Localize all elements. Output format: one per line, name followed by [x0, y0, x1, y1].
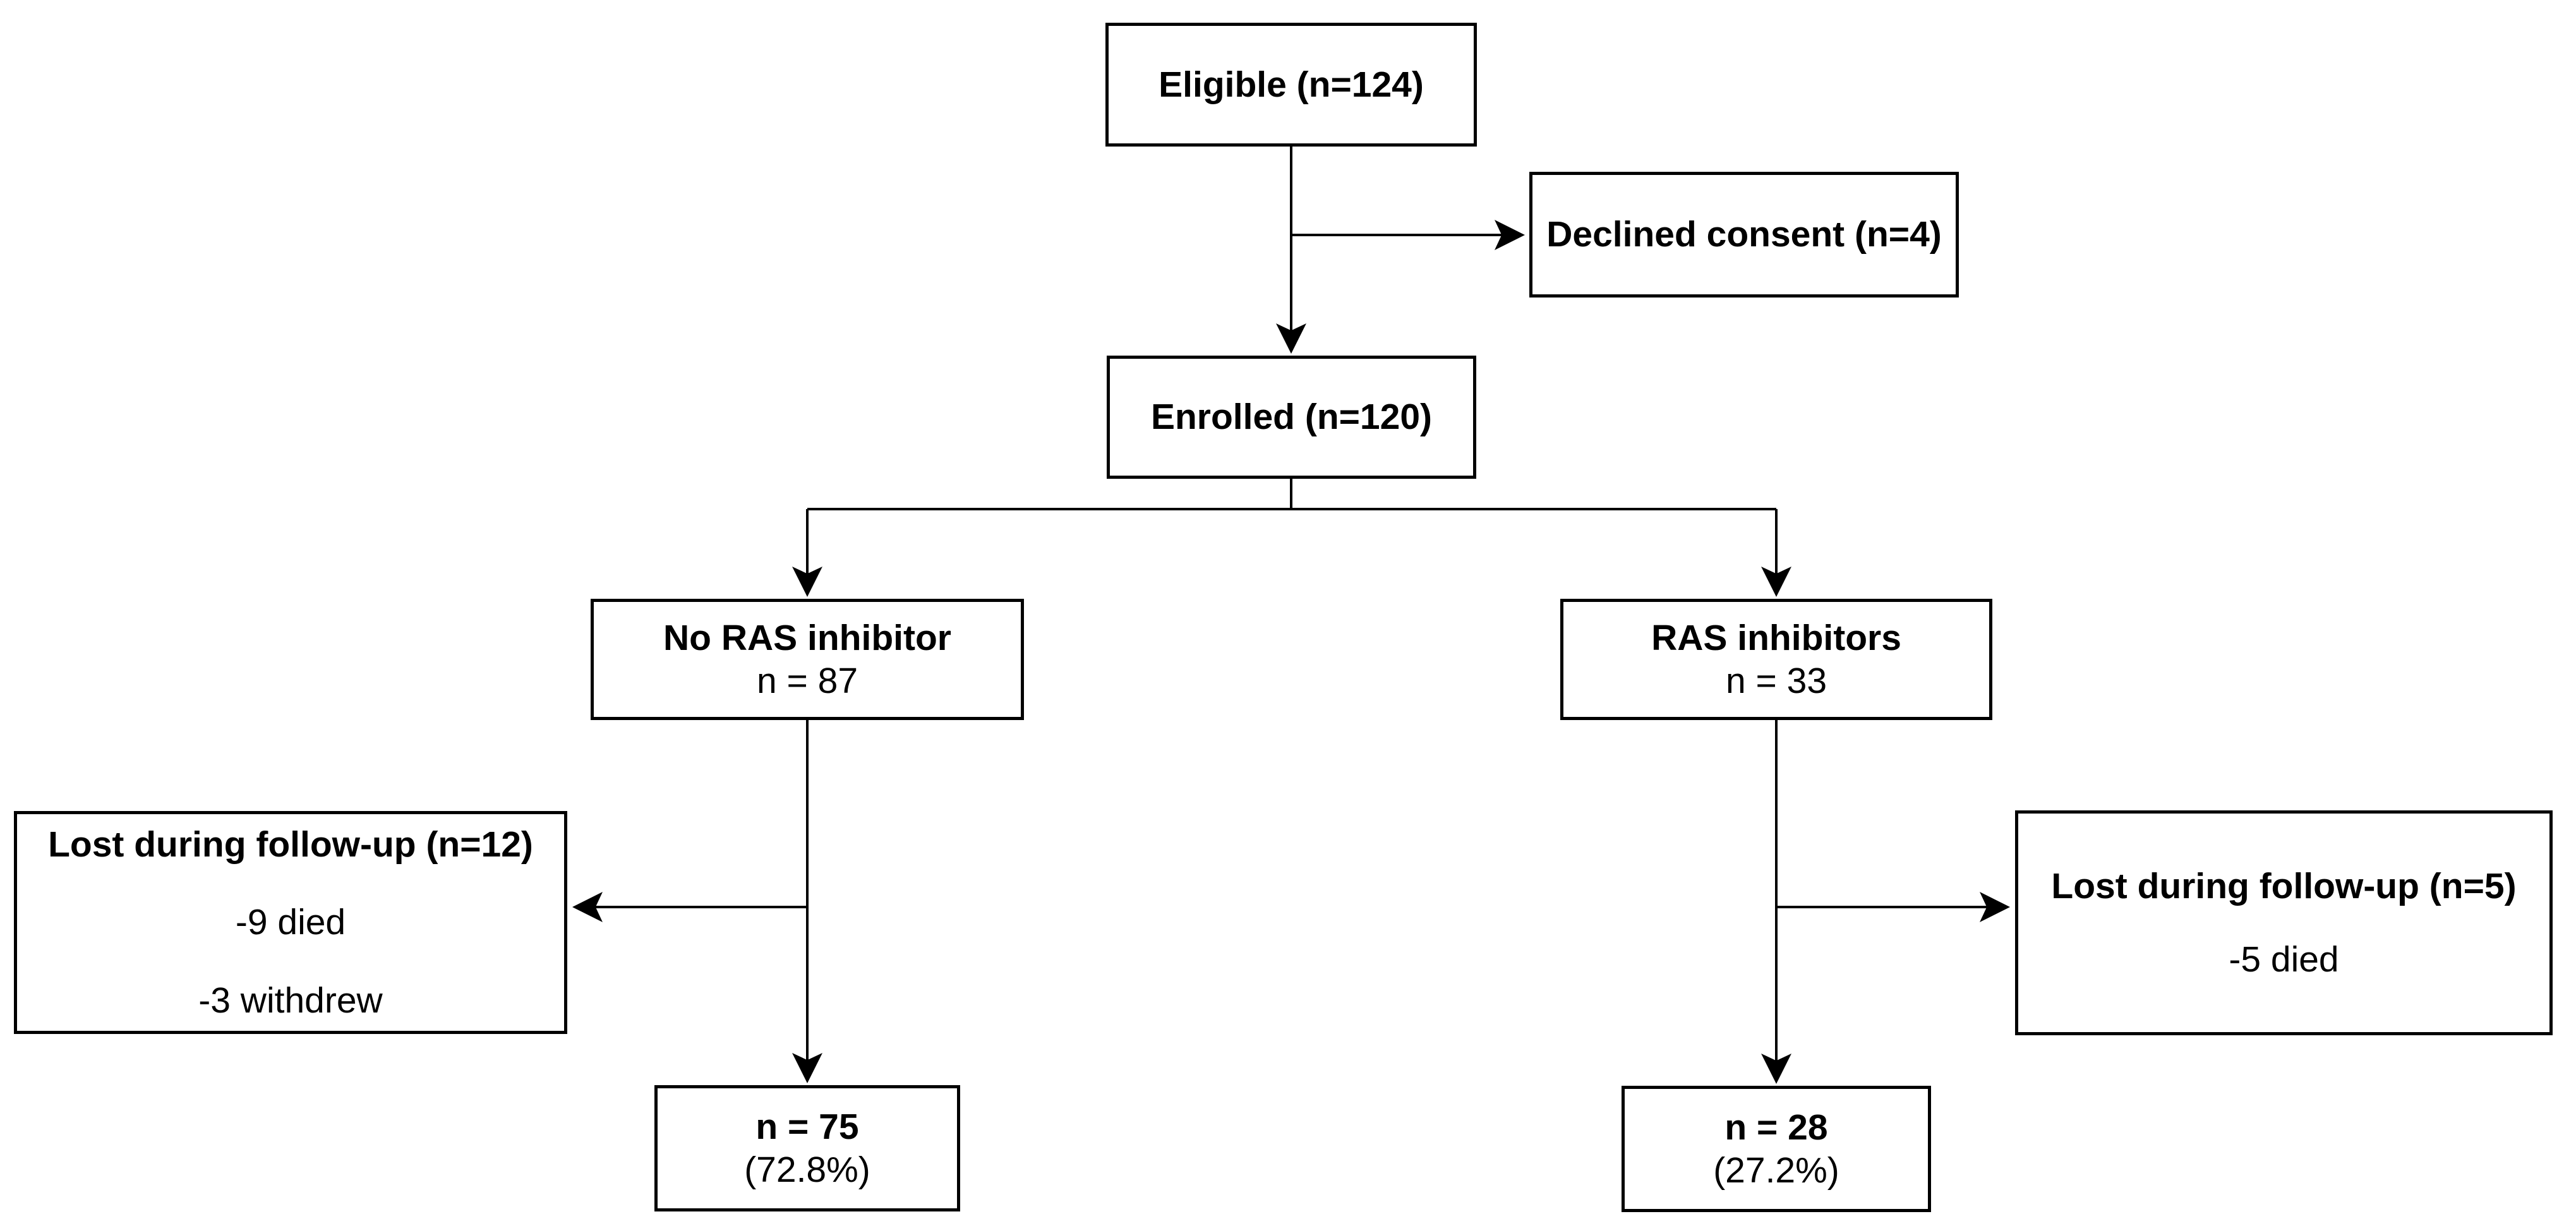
node-label: RAS inhibitors — [1651, 617, 1901, 658]
node-sublabel: n = 33 — [1725, 661, 1827, 701]
node-eligible: Eligible (n=124) — [1105, 23, 1477, 147]
node-label: Enrolled (n=120) — [1150, 397, 1433, 438]
node-sublabel: -5 died — [2229, 939, 2339, 980]
node-sublabel: n = 87 — [756, 661, 858, 701]
node-enrolled: Enrolled (n=120) — [1107, 356, 1476, 479]
node-no-ras-inhibitor: No RAS inhibitor n = 87 — [591, 599, 1024, 720]
node-ras-inhibitors: RAS inhibitors n = 33 — [1560, 599, 1992, 720]
node-lost-follow-up-right: Lost during follow-up (n=5) -5 died — [2015, 810, 2553, 1035]
node-label: No RAS inhibitor — [663, 617, 951, 658]
node-sublabel: -3 withdrew — [198, 980, 383, 1021]
node-sublabel: (72.8%) — [744, 1150, 870, 1190]
node-label: n = 75 — [755, 1106, 859, 1147]
node-label: Declined consent (n=4) — [1546, 214, 1942, 255]
node-label: Eligible (n=124) — [1159, 64, 1424, 105]
node-declined-consent: Declined consent (n=4) — [1529, 172, 1959, 297]
node-label: Lost during follow-up (n=12) — [48, 824, 533, 865]
node-sublabel: (27.2%) — [1713, 1150, 1839, 1191]
node-label: Lost during follow-up (n=5) — [2051, 865, 2517, 906]
node-sublabel: -9 died — [235, 902, 346, 943]
node-lost-follow-up-left: Lost during follow-up (n=12) -9 died -3 … — [14, 811, 567, 1034]
node-outcome-no-ras: n = 75 (72.8%) — [654, 1085, 960, 1211]
node-label: n = 28 — [1724, 1107, 1828, 1148]
node-outcome-ras: n = 28 (27.2%) — [1622, 1086, 1931, 1212]
